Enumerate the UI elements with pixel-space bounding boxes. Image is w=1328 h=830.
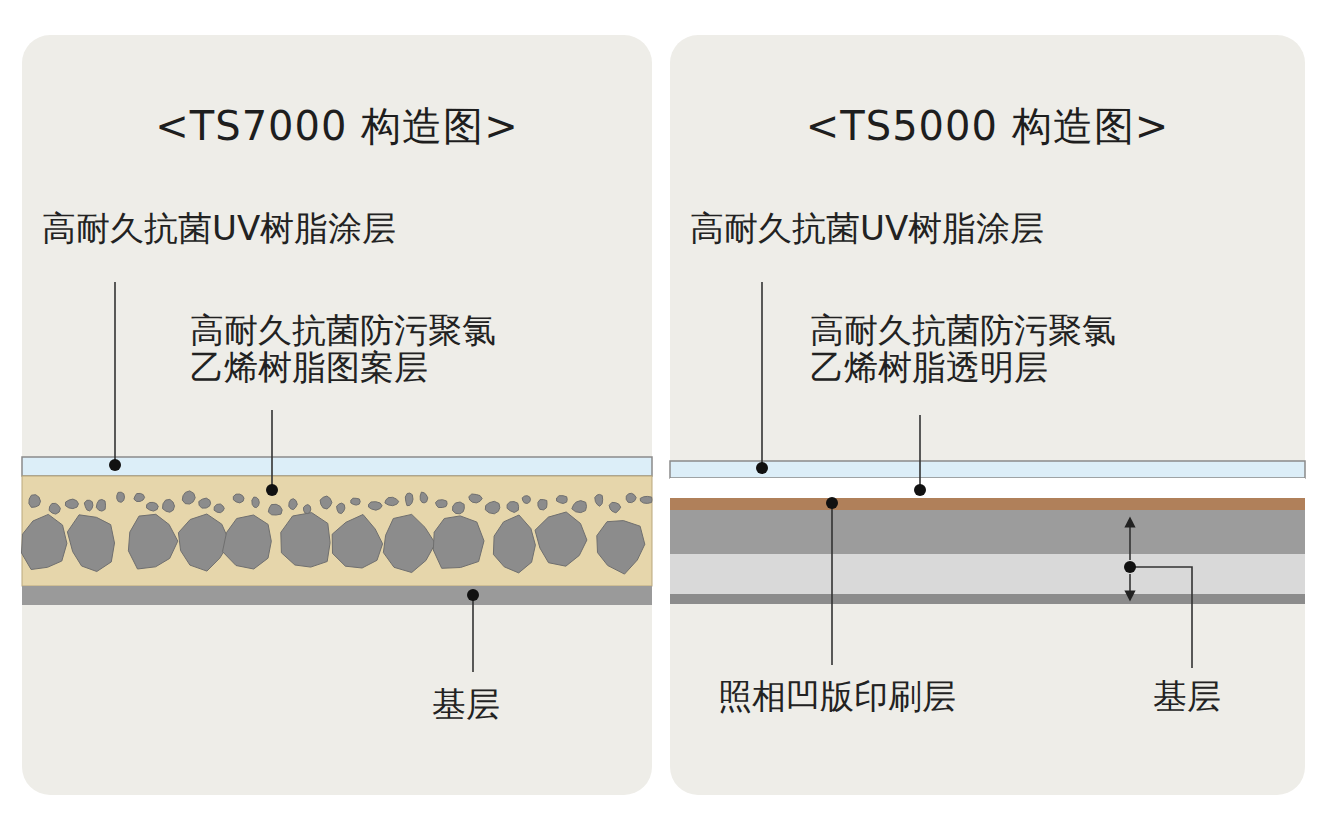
- stone: [507, 502, 518, 513]
- stone: [609, 502, 621, 512]
- base-layer: [22, 586, 652, 605]
- stone: [332, 515, 382, 569]
- layer-label: 基层: [432, 686, 500, 723]
- stone: [369, 502, 383, 511]
- stone: [385, 497, 399, 505]
- stone: [436, 500, 448, 508]
- transparent-layer: [670, 478, 1305, 498]
- stone: [67, 515, 114, 572]
- uv-coat-layer: [22, 457, 652, 476]
- print-layer: [670, 498, 1305, 510]
- stone: [281, 513, 330, 568]
- layer-label: 高耐久抗菌UV树脂涂层: [690, 210, 1044, 247]
- base-layer-upper: [670, 510, 1305, 554]
- stone: [557, 496, 568, 504]
- stone: [233, 494, 244, 503]
- leader-dots: [109, 459, 1136, 601]
- uv-coat-layer: [670, 461, 1305, 478]
- stone: [252, 497, 259, 508]
- stone: [289, 499, 298, 510]
- stone: [383, 514, 435, 572]
- stone: [640, 496, 652, 503]
- layer-label: 基层: [1153, 678, 1221, 715]
- stone: [304, 505, 311, 514]
- stone: [337, 503, 345, 513]
- stone: [405, 493, 413, 506]
- layer-label: 高耐久抗菌防污聚氯 乙烯树脂图案层: [190, 312, 560, 385]
- stone: [182, 491, 195, 504]
- stone: [351, 498, 360, 505]
- base-layer-bottom: [670, 594, 1305, 604]
- stone: [223, 515, 272, 569]
- stone: [163, 499, 175, 512]
- stone: [49, 503, 60, 514]
- stone: [199, 498, 211, 508]
- stone-texture: [22, 491, 653, 574]
- stone: [538, 500, 547, 510]
- leader-lines: [115, 282, 1192, 672]
- stone: [597, 521, 645, 575]
- stone: [96, 500, 105, 512]
- stone: [128, 514, 177, 569]
- stone: [178, 514, 229, 571]
- stone: [493, 515, 535, 573]
- stone: [147, 502, 159, 511]
- stone: [469, 494, 482, 503]
- stone: [595, 494, 603, 506]
- stone: [134, 493, 145, 501]
- layer-label: 高耐久抗菌防污聚氯 乙烯树脂透明层: [810, 312, 1180, 385]
- base-layer-lower: [670, 554, 1305, 594]
- stone: [268, 504, 282, 515]
- stone: [29, 495, 41, 508]
- stone: [22, 514, 67, 569]
- stone: [535, 512, 587, 566]
- stone: [522, 496, 530, 504]
- stone: [320, 496, 332, 509]
- panel-title: <TS5000 构造图>: [670, 99, 1305, 154]
- stone: [626, 493, 636, 502]
- panel-title: <TS7000 构造图>: [22, 99, 652, 154]
- stone: [420, 492, 428, 503]
- layer-label: 高耐久抗菌UV树脂涂层: [42, 210, 396, 247]
- stone: [572, 501, 587, 513]
- stone: [84, 500, 93, 511]
- layer-label: 照相凹版印刷层: [718, 678, 956, 715]
- stone: [453, 502, 465, 514]
- stone: [485, 501, 500, 514]
- stone: [65, 499, 78, 509]
- pattern-layer: [22, 476, 652, 586]
- stone: [433, 516, 484, 568]
- diagram-panel: <TS7000 构造图>: [22, 35, 652, 795]
- stone: [117, 492, 125, 502]
- stone: [214, 504, 224, 513]
